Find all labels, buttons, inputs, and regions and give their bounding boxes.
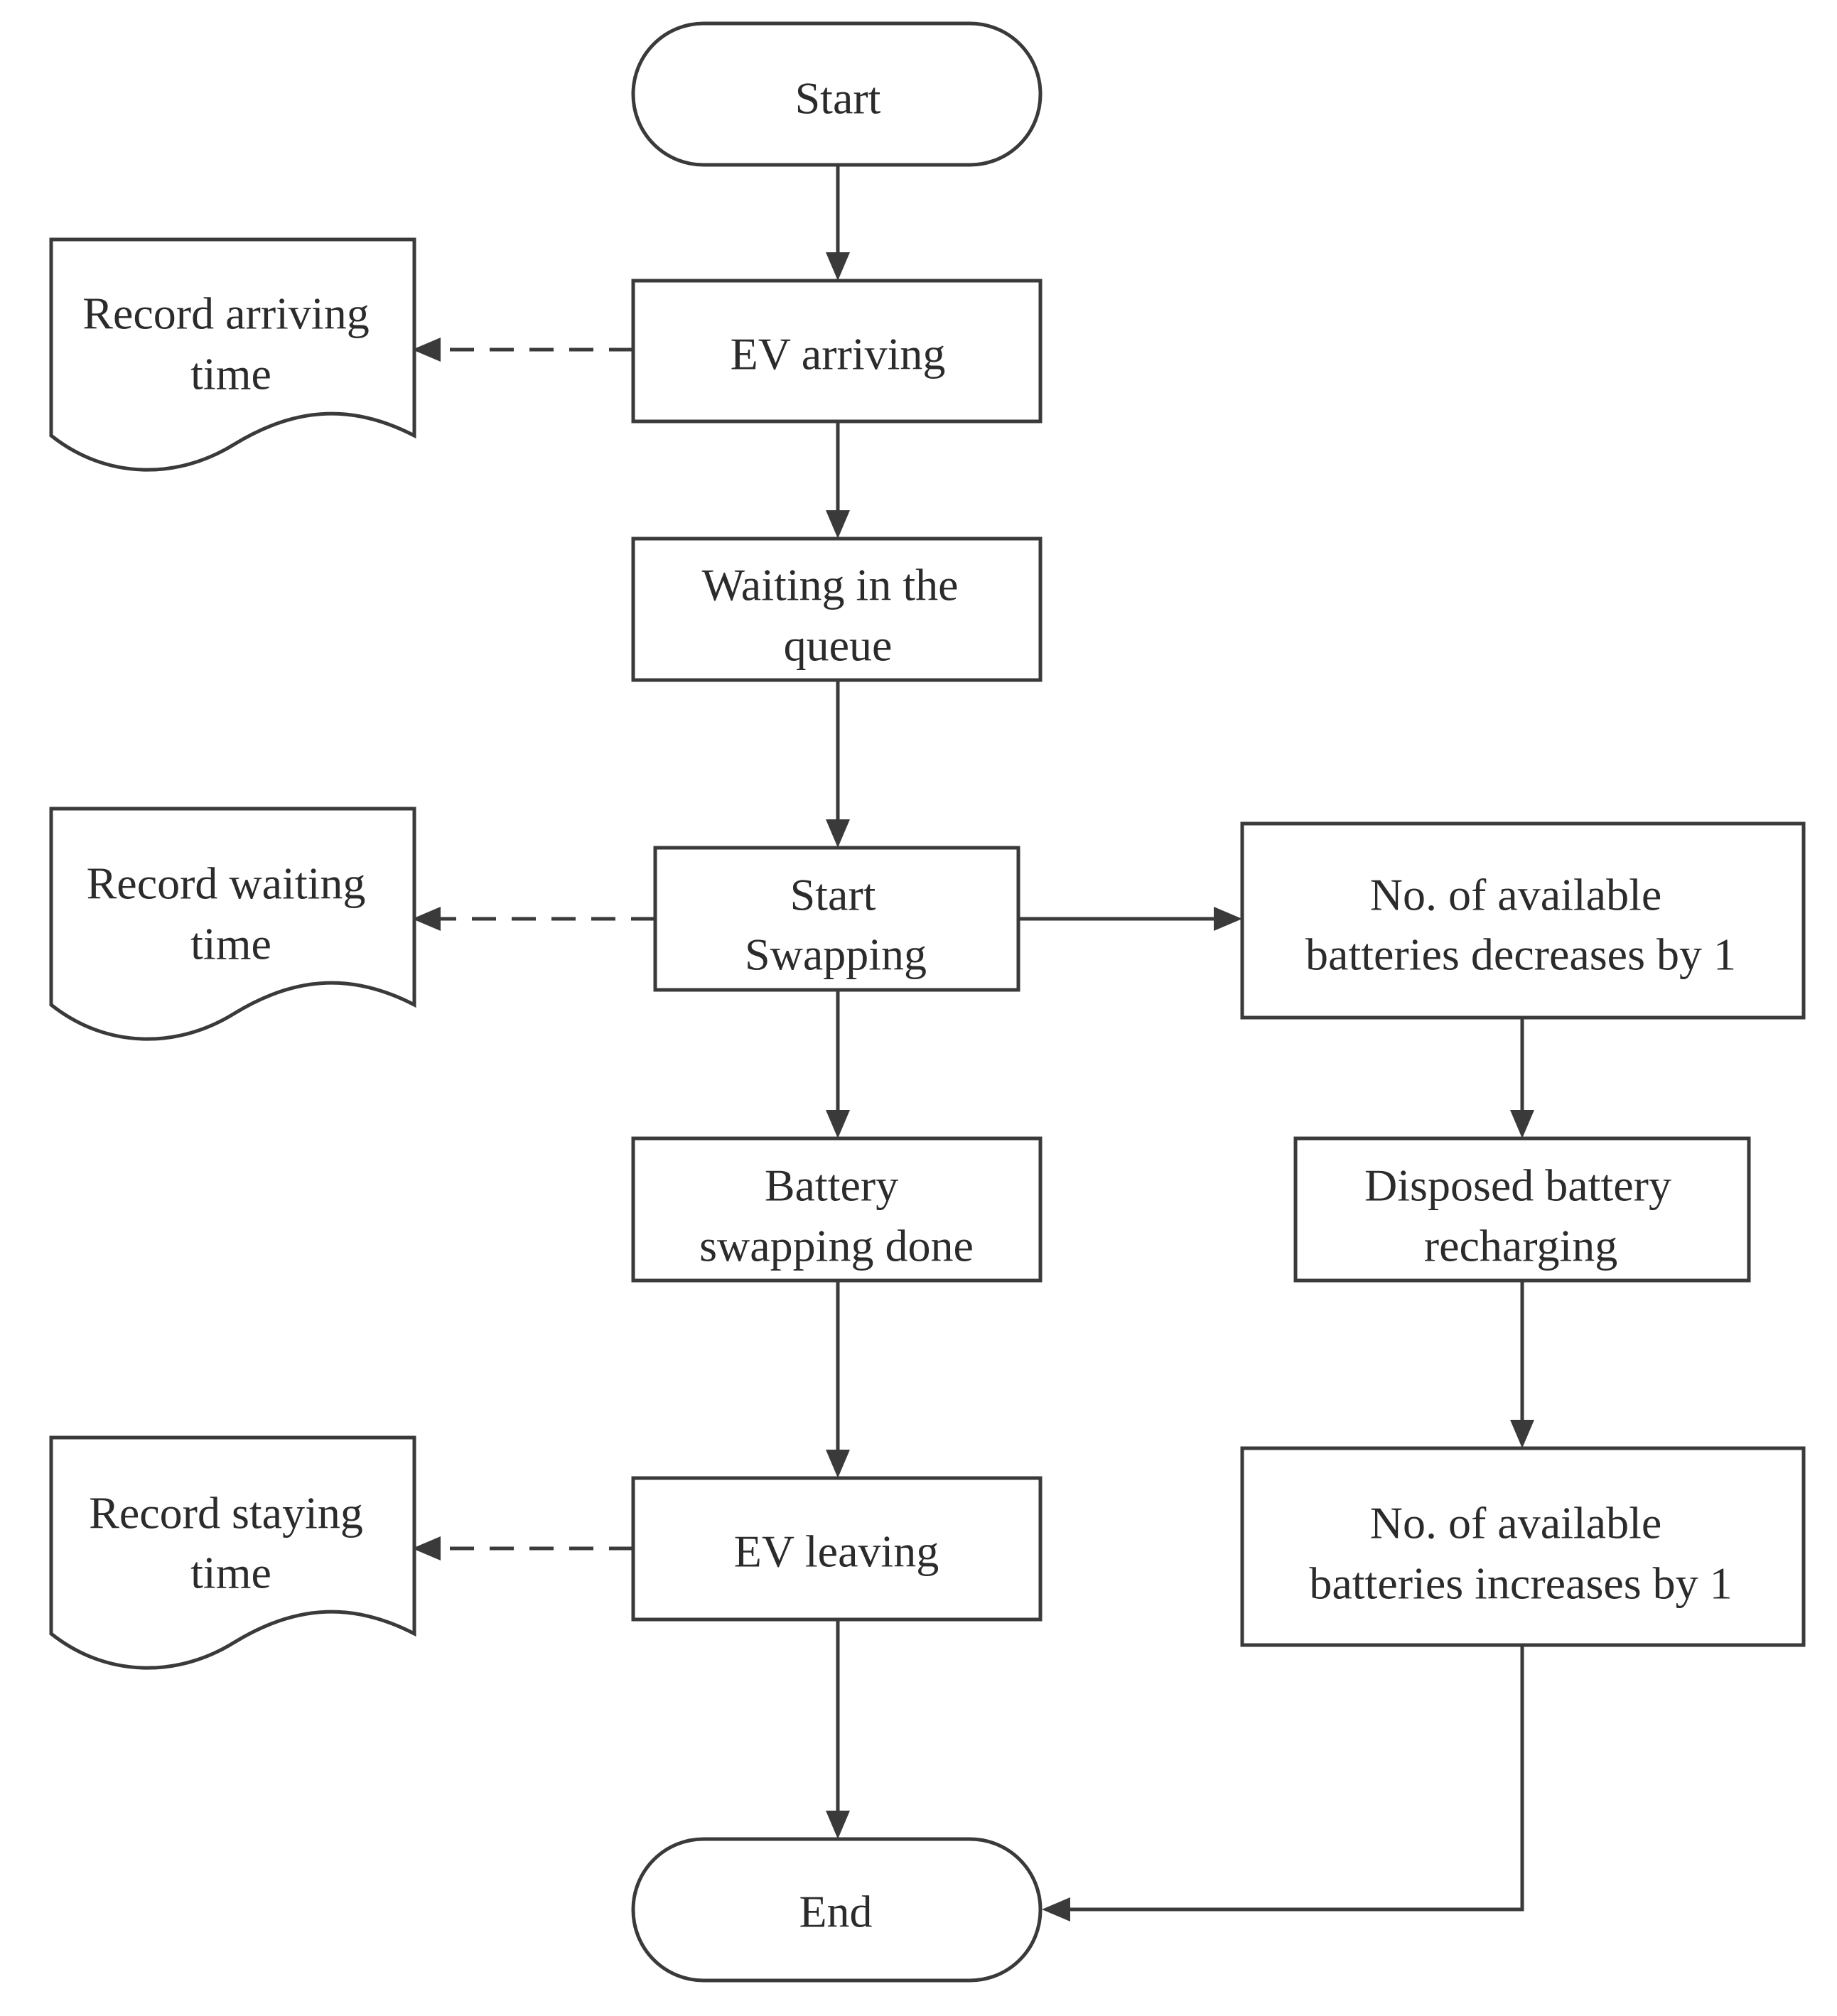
node-label-line1: Disposed battery [1364,1160,1671,1211]
edge-increase-to-end [1070,1645,1524,1912]
node-label-line2: time [190,919,271,969]
node-label: EV leaving [734,1526,939,1577]
document-shape [49,237,416,472]
node-label-line2: queue [784,620,893,671]
node-record-arriving-time: Record arriving time [49,237,416,472]
document-shape [49,807,416,1041]
arrowhead [412,907,441,931]
node-label-line2: swapping done [699,1221,974,1271]
node-label-line1: Record staying [89,1488,363,1538]
process-shape [631,1476,1043,1622]
node-batteries-decrease: No. of available batteries decreases by … [1240,821,1806,1020]
arrowhead [826,510,850,539]
document-shape [49,1435,416,1670]
process-shape [631,1136,1043,1283]
node-disposed-battery-recharging: Disposed battery recharging [1293,1136,1751,1283]
arrowhead [412,338,441,362]
terminator-shape [631,1837,1043,1983]
node-start-swapping: Start Swapping [653,846,1020,992]
node-label-line1: Record waiting [87,858,366,909]
node-label: Start [795,73,881,124]
node-label-line2: time [190,349,271,399]
connectors [826,165,1534,1921]
node-label-line2: time [190,1548,271,1598]
process-shape [1293,1136,1751,1283]
arrowhead [826,1110,850,1138]
node-batteries-increase: No. of available batteries increases by … [1240,1446,1806,1647]
arrowhead [1510,1110,1534,1138]
arrowhead [1510,1420,1534,1448]
node-ev-arriving: EV arriving [631,279,1043,424]
node-label-line2: recharging [1424,1221,1617,1271]
node-label-line2: batteries increases by 1 [1309,1558,1732,1609]
node-battery-swapping-done: Battery swapping done [631,1136,1043,1283]
node-label-line2: batteries decreases by 1 [1305,929,1736,980]
node-waiting-in-queue: Waiting in the queue [631,537,1043,682]
node-label-line1: Record arriving [82,289,369,339]
node-label-line1: No. of available [1370,870,1662,920]
terminator-shape [631,21,1043,167]
node-label: EV arriving [731,329,946,379]
node-label: End [799,1887,872,1937]
node-record-waiting-time: Record waiting time [49,807,416,1041]
dashed-connectors [412,338,655,1560]
arrowhead [826,1450,850,1478]
arrowhead [826,819,850,848]
arrowhead [1042,1897,1070,1921]
node-start: Start [631,21,1043,167]
node-record-staying-time: Record staying time [49,1435,416,1670]
node-end: End [631,1837,1043,1983]
node-ev-leaving: EV leaving [631,1476,1043,1622]
arrowhead [1214,907,1242,931]
process-shape [653,846,1020,992]
node-label-line1: Waiting in the [702,560,959,610]
process-shape [1240,821,1806,1020]
arrowhead [826,1811,850,1839]
process-shape [631,537,1043,682]
node-label-line1: Start [790,870,876,920]
node-label-line1: Battery [765,1160,898,1211]
arrowhead [826,252,850,281]
node-label-line1: No. of available [1370,1498,1662,1548]
arrowhead [412,1536,441,1560]
process-shape [1240,1446,1806,1647]
process-shape [631,279,1043,424]
node-label-line2: Swapping [745,929,927,980]
